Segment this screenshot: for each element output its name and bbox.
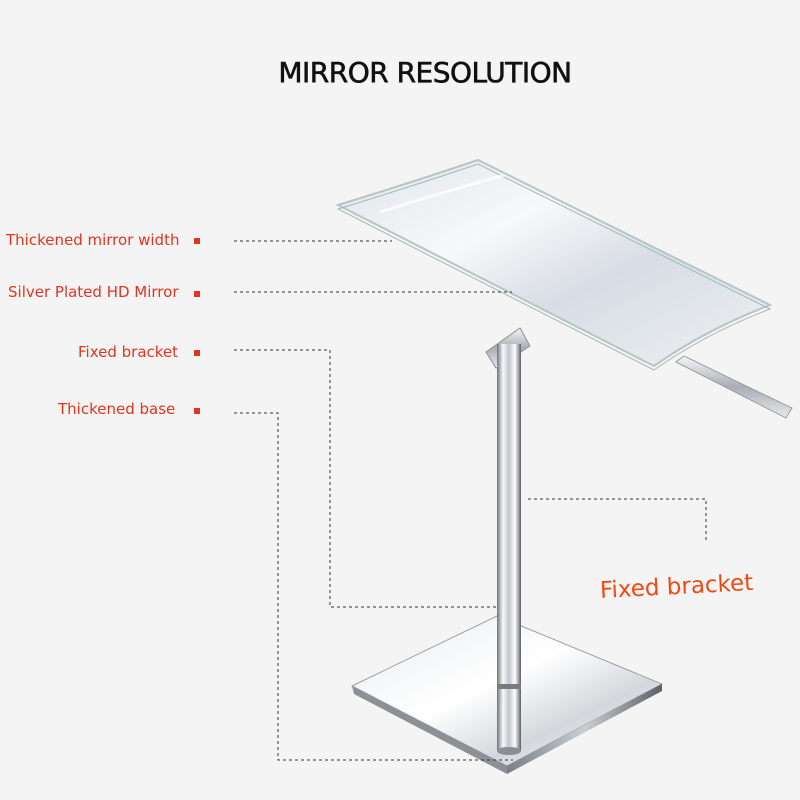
callout-mirror-width: Thickened mirror width	[6, 231, 180, 249]
swivel-joint	[485, 327, 531, 369]
leader-pole-bracket	[528, 498, 707, 540]
callout-hd-mirror: Silver Plated HD Mirror	[8, 283, 179, 301]
leader-fixed-bracket	[234, 349, 497, 608]
callout-fixed-bracket: Fixed bracket	[78, 343, 179, 361]
page-title: MIRROR RESOLUTION	[278, 56, 572, 90]
leader-thickened-base	[234, 412, 513, 761]
callout-marker-mirror-width	[194, 238, 200, 244]
stand-pole	[497, 355, 521, 755]
mirror-glass	[335, 158, 773, 371]
callout-marker-fixed-bracket	[194, 350, 200, 356]
callout-marker-hd-mirror	[194, 291, 200, 297]
support-arm	[675, 355, 793, 419]
leader-lines	[234, 240, 707, 761]
callout-marker-thickened-base	[194, 408, 200, 414]
callout-thickened-base: Thickened base	[58, 400, 176, 418]
